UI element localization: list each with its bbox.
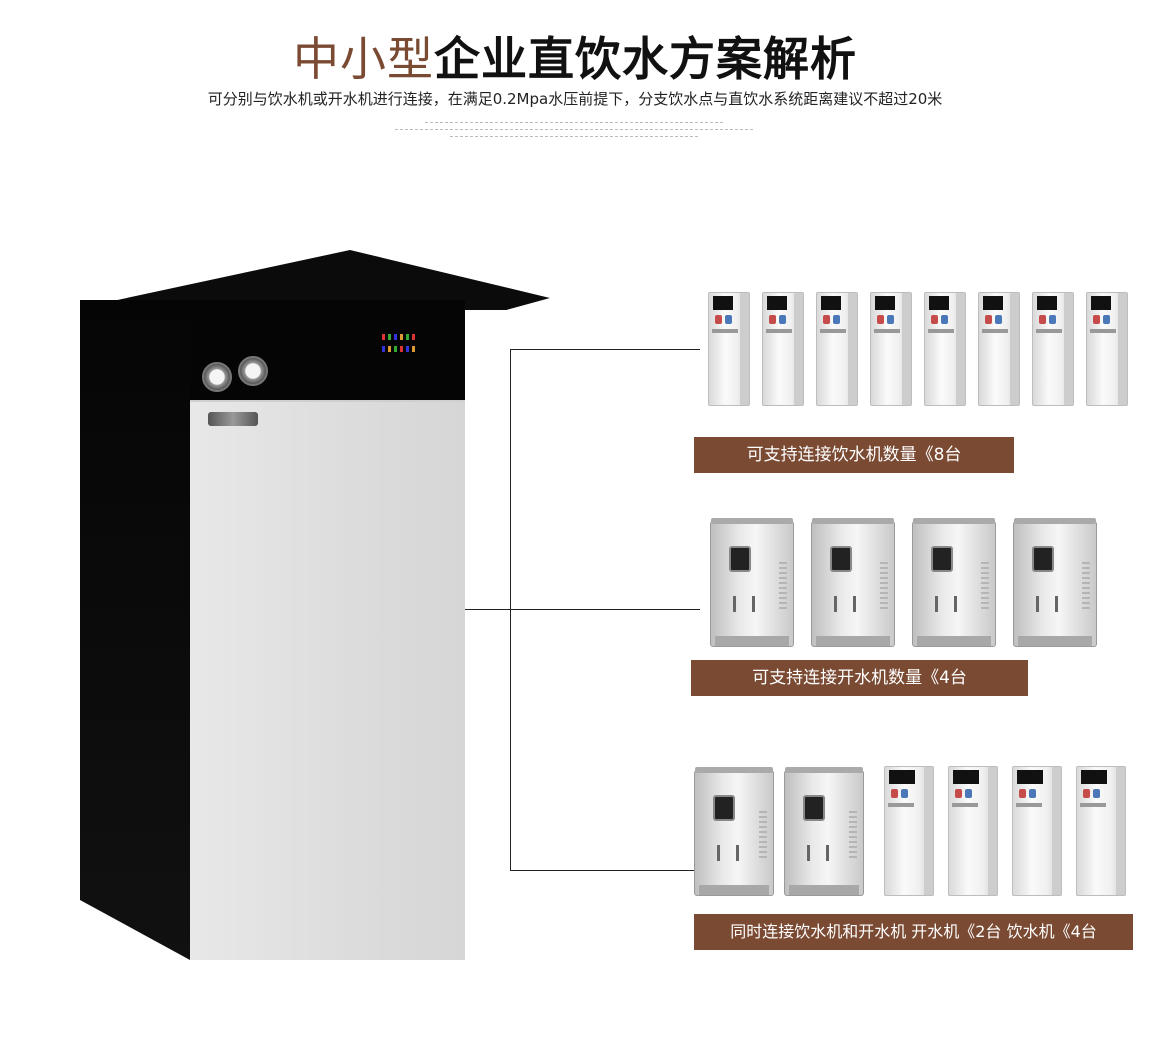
water-dispenser-icon [1032, 292, 1074, 406]
water-boiler-icon [784, 767, 864, 896]
pressure-gauge-icon [202, 362, 232, 392]
brand-logo-icon [208, 412, 258, 426]
water-dispenser-icon [1012, 766, 1062, 896]
connector-line [465, 609, 510, 610]
unit-control-panel [190, 300, 465, 410]
water-boiler-icon [710, 518, 794, 647]
water-dispenser-icon [708, 292, 750, 406]
option-label-dispensers: 可支持连接饮水机数量《8台 [694, 437, 1014, 473]
led-display-icon [380, 332, 440, 362]
connector-branch-3 [510, 870, 700, 871]
water-boiler-icon [694, 767, 774, 896]
connector-branch-1 [510, 349, 700, 350]
unit-front-door [190, 402, 465, 960]
title-main: 企业直饮水方案解析 [434, 32, 857, 86]
connector-branch-2 [510, 609, 700, 610]
water-dispenser-icon [978, 292, 1020, 406]
water-boiler-icon [912, 518, 996, 647]
water-dispenser-icon [924, 292, 966, 406]
boiler-row [710, 518, 1097, 647]
water-dispenser-icon [1076, 766, 1126, 896]
water-dispenser-icon [870, 292, 912, 406]
mixed-row [694, 766, 1126, 896]
water-purifier-unit [80, 250, 550, 970]
pressure-gauge-icon [238, 356, 268, 386]
water-boiler-icon [1013, 518, 1097, 647]
option-label-boilers: 可支持连接开水机数量《4台 [691, 660, 1028, 696]
title-accent: 中小型 [293, 32, 434, 86]
unit-side-panel [80, 300, 190, 960]
water-dispenser-icon [816, 292, 858, 406]
water-dispenser-icon [948, 766, 998, 896]
page-title: 中小型企业直饮水方案解析 [0, 28, 1150, 90]
water-boiler-icon [811, 518, 895, 647]
page-subtitle: 可分别与饮水机或开水机进行连接，在满足0.2Mpa水压前提下，分支饮水点与直饮水… [207, 90, 943, 108]
dispenser-row [708, 292, 1128, 406]
option-label-mixed: 同时连接饮水机和开水机 开水机《2台 饮水机《4台 [694, 914, 1133, 950]
fine-print-decoration [390, 116, 760, 146]
water-dispenser-icon [1086, 292, 1128, 406]
water-dispenser-icon [762, 292, 804, 406]
water-dispenser-icon [884, 766, 934, 896]
